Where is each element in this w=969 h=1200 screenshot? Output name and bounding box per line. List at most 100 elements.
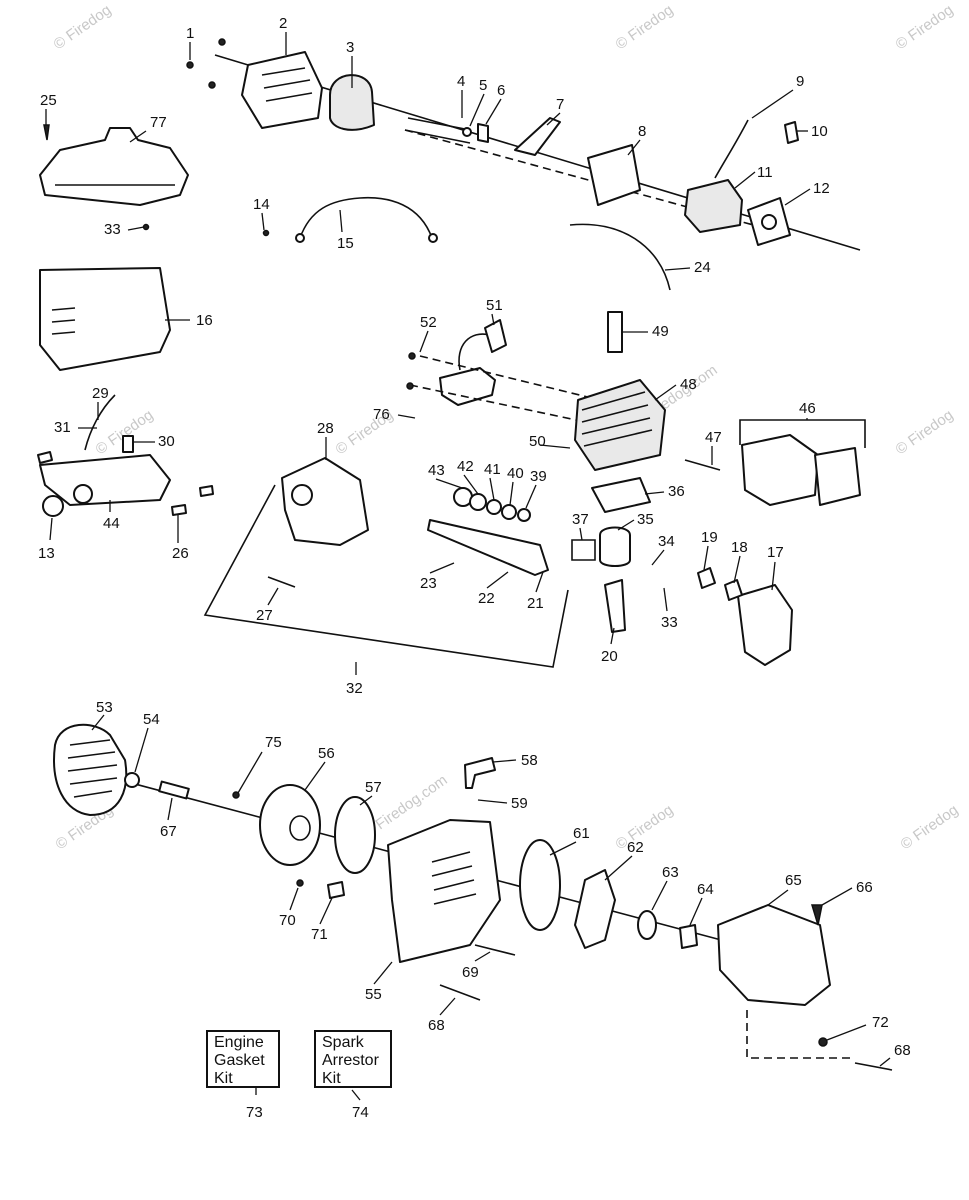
callout-33b: 33	[661, 614, 678, 631]
callout-29: 29	[92, 385, 109, 402]
callout-42: 42	[457, 458, 474, 475]
top-assembly	[186, 38, 861, 291]
part-46-muffler	[741, 434, 819, 506]
bottom-assembly	[53, 723, 893, 1071]
part-61-disk	[519, 839, 561, 931]
part-44-base	[39, 454, 171, 506]
callout-64: 64	[697, 881, 714, 898]
callout-67: 67	[160, 823, 177, 840]
callout-68a: 68	[428, 1017, 445, 1034]
callout-5: 5	[479, 77, 487, 94]
callout-9: 9	[796, 73, 804, 90]
part-65-clutch-housing	[717, 904, 831, 1006]
callout-26: 26	[172, 545, 189, 562]
part-35-piston	[599, 526, 631, 567]
callout-24: 24	[694, 259, 711, 276]
part-62-clutch	[574, 869, 616, 949]
callout-7: 7	[556, 96, 564, 113]
callout-71: 71	[311, 926, 328, 943]
callout-40: 40	[507, 465, 524, 482]
watermark-text: © Firedog	[613, 801, 677, 853]
part-2-filter-housing	[241, 51, 323, 129]
part-21-crankshaft	[427, 519, 549, 576]
callout-55: 55	[365, 986, 382, 1003]
callout-54: 54	[143, 711, 160, 728]
part-16-shroud	[39, 267, 171, 371]
callout-39: 39	[530, 468, 547, 485]
leader-lines	[45, 32, 891, 1101]
kit-text: Arrestor	[322, 1052, 379, 1069]
callout-25: 25	[40, 92, 57, 109]
callout-59: 59	[511, 795, 528, 812]
callout-51: 51	[486, 297, 503, 314]
kit-text: Engine	[214, 1034, 264, 1051]
callout-21: 21	[527, 595, 544, 612]
callout-3: 3	[346, 39, 354, 56]
callout-73: 73	[246, 1104, 263, 1121]
part-55-starter-housing	[387, 819, 501, 963]
callout-31: 31	[54, 419, 71, 436]
callout-17: 17	[767, 544, 784, 561]
callout-8: 8	[638, 123, 646, 140]
kit-text: Kit	[322, 1070, 341, 1087]
watermark-text: © Firedog	[898, 801, 962, 853]
part-51-ignition-coil	[439, 367, 496, 406]
kit-text: Gasket	[214, 1052, 265, 1069]
callout-30: 30	[158, 433, 175, 450]
callout-27: 27	[256, 607, 273, 624]
callout-47: 47	[705, 429, 722, 446]
callout-46: 46	[799, 400, 816, 417]
part-53-flywheel	[53, 723, 128, 816]
spark-arrestor-kit-box: Spark Arrestor Kit	[314, 1030, 392, 1088]
callout-48: 48	[680, 376, 697, 393]
engine-gasket-kit-box: Engine Gasket Kit	[206, 1030, 280, 1088]
part-17-crankcase-cover	[737, 584, 793, 666]
callout-36: 36	[668, 483, 685, 500]
watermark-text: © Firedog	[51, 1, 115, 53]
engine-block	[203, 311, 866, 668]
callout-62: 62	[627, 839, 644, 856]
callout-18: 18	[731, 539, 748, 556]
callout-16: 16	[196, 312, 213, 329]
callout-2: 2	[279, 15, 287, 32]
callout-19: 19	[701, 529, 718, 546]
callout-14: 14	[253, 196, 270, 213]
callout-41: 41	[484, 461, 501, 478]
callout-44: 44	[103, 515, 120, 532]
callout-33a: 33	[104, 221, 121, 238]
callout-61: 61	[573, 825, 590, 842]
callout-69: 69	[462, 964, 479, 981]
callout-32: 32	[346, 680, 363, 697]
part-49-spark-plug	[607, 311, 623, 353]
callout-22: 22	[478, 590, 495, 607]
callout-37: 37	[572, 511, 589, 528]
callout-75: 75	[265, 734, 282, 751]
callout-10: 10	[811, 123, 828, 140]
part-28-crankcase	[281, 457, 369, 546]
callout-15: 15	[337, 235, 354, 252]
callout-50: 50	[529, 433, 546, 450]
part-58-starter-handle	[464, 757, 496, 789]
callout-35: 35	[637, 511, 654, 528]
part-57-recoil-spring	[334, 796, 376, 874]
watermark-text: © Firedog	[893, 406, 957, 458]
callout-77: 77	[150, 114, 167, 131]
callout-23: 23	[420, 575, 437, 592]
part-7-choke-lever	[514, 117, 561, 156]
callout-65: 65	[785, 872, 802, 889]
callout-72: 72	[872, 1014, 889, 1031]
part-8-mounting-plate	[587, 144, 641, 206]
callout-76: 76	[373, 406, 390, 423]
part-3-air-filter	[329, 74, 375, 131]
callout-74: 74	[352, 1104, 369, 1121]
callout-28: 28	[317, 420, 334, 437]
callout-labels: 1 2 3 4 5 6 7 8 9 10 11 12 13 14 15 16 1…	[38, 15, 911, 1059]
callout-12: 12	[813, 180, 830, 197]
callout-20: 20	[601, 648, 618, 665]
callout-13: 13	[38, 545, 55, 562]
kit-text: Kit	[214, 1070, 233, 1087]
callout-70: 70	[279, 912, 296, 929]
callout-1: 1	[186, 25, 194, 42]
part-11-carburetor	[684, 179, 743, 233]
